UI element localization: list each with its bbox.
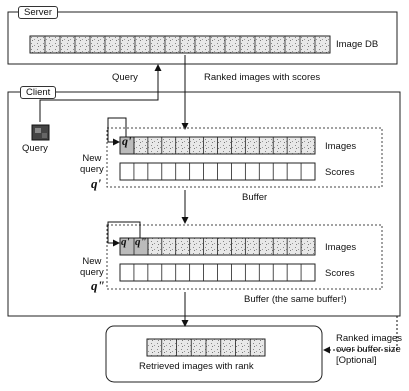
query-icon-label: Query — [22, 143, 48, 154]
scores-label-1: Scores — [325, 167, 355, 178]
images-label-1: Images — [325, 141, 356, 152]
query-up-label: Query — [112, 72, 138, 83]
query-image-icon — [32, 125, 49, 140]
buffer-label-2: Buffer (the same buffer!) — [244, 294, 347, 305]
new-query-symbol-2: q" — [91, 278, 105, 294]
new-query-label-2: New query — [80, 256, 104, 278]
query-arrow — [40, 66, 158, 122]
scores-label-2: Scores — [325, 268, 355, 279]
images-label-2: Images — [325, 242, 356, 253]
buffer-label-1: Buffer — [242, 192, 267, 203]
buffer-2-query-cell-symbol-b: q" — [135, 236, 147, 248]
retrieved-label: Retrieved images with rank — [139, 361, 254, 372]
client-tab: Client — [20, 86, 56, 99]
ranked-scores-label: Ranked images with scores — [204, 72, 320, 83]
new-query-label-1: New query — [80, 153, 104, 175]
over-buffer-label: Ranked images over buffer size [Optional… — [336, 333, 402, 366]
image-db-strip — [30, 36, 330, 53]
buffer-2-query-cell-symbol-a: q' — [121, 236, 130, 248]
new-query-symbol-1: q' — [91, 176, 101, 192]
buffer-1-query-cell-symbol: q' — [122, 134, 131, 149]
server-tab: Server — [18, 6, 58, 19]
client-box — [8, 92, 400, 316]
image-db-label: Image DB — [336, 39, 378, 50]
